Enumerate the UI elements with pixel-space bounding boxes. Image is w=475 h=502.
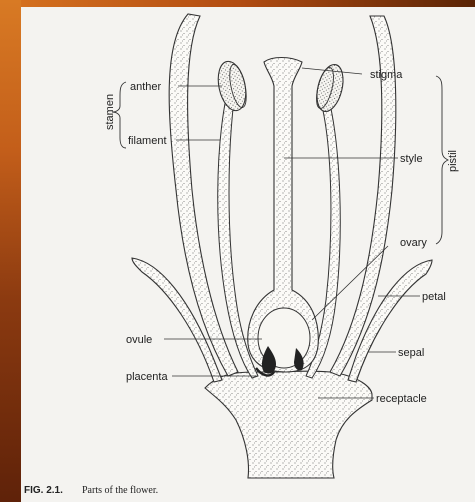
label-receptacle: receptacle [376,393,427,405]
label-ovary: ovary [400,237,427,249]
caption-fig-number: FIG. 2.1. [24,485,63,496]
label-filament: filament [128,135,167,147]
caption-text: Parts of the flower. [82,485,158,496]
label-stigma: stigma [370,69,403,81]
label-anther: anther [130,81,162,93]
label-sepal: sepal [398,347,424,359]
label-pistil: pistil [447,150,459,172]
label-ovule: ovule [126,334,152,346]
label-stamen: stamen [104,94,116,130]
label-placenta: placenta [126,371,168,383]
label-petal: petal [422,291,446,303]
receptacle-shape [205,371,372,478]
label-style: style [400,153,423,165]
